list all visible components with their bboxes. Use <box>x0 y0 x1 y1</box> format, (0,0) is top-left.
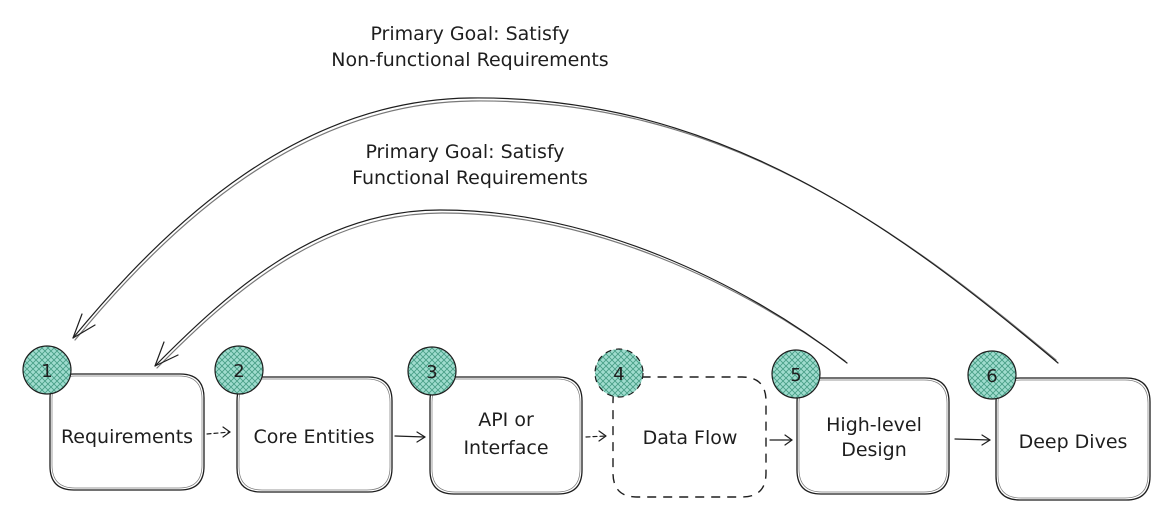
step-number: 1 <box>41 361 52 382</box>
step-number: 5 <box>790 365 801 386</box>
annotation-nonfunctional-line1: Primary Goal: Satisfy <box>370 23 569 45</box>
step-label: Core Entities <box>253 426 374 448</box>
step-1: Requirements 1 <box>22 345 205 491</box>
functional-feedback-arrow <box>154 209 848 369</box>
arrow-4-to-5 <box>769 434 793 446</box>
step-number-badge <box>771 349 821 399</box>
step-number: 4 <box>613 364 624 385</box>
arrow-5-to-6 <box>954 434 991 446</box>
step-number-badge <box>594 348 644 398</box>
step-6: Deep Dives 6 <box>967 350 1151 501</box>
step-label: Deep Dives <box>1019 431 1128 453</box>
step-number-badge <box>407 346 457 396</box>
annotation-nonfunctional-line2: Non-functional Requirements <box>331 49 608 71</box>
step-number: 2 <box>233 361 244 382</box>
step-number: 6 <box>986 366 997 387</box>
step-label-line1: API or <box>478 409 534 431</box>
step-label-line1: High-level <box>826 414 922 436</box>
step-number-badge <box>214 345 264 395</box>
step-number-badge <box>967 350 1017 400</box>
step-label: Requirements <box>61 426 193 448</box>
step-box <box>429 376 583 495</box>
arrow-1-to-2 <box>206 426 231 438</box>
step-number-badge <box>22 345 72 395</box>
annotation-functional-line2: Functional Requirements <box>352 167 588 189</box>
step-label: Data Flow <box>643 427 738 449</box>
nonfunctional-feedback-arrow <box>72 97 1059 364</box>
step-number: 3 <box>426 362 437 383</box>
annotation-functional-line1: Primary Goal: Satisfy <box>365 141 564 163</box>
step-2: Core Entities 2 <box>214 345 393 493</box>
arrow-2-to-3 <box>394 431 426 443</box>
step-4: Data Flow 4 <box>594 348 767 498</box>
step-label-line2: Design <box>841 439 907 461</box>
step-label-line2: Interface <box>463 437 548 459</box>
arrow-3-to-4 <box>585 430 607 442</box>
step-3: API or Interface 3 <box>407 346 583 495</box>
step-5: High-level Design 5 <box>771 349 950 495</box>
step-box <box>796 377 950 495</box>
